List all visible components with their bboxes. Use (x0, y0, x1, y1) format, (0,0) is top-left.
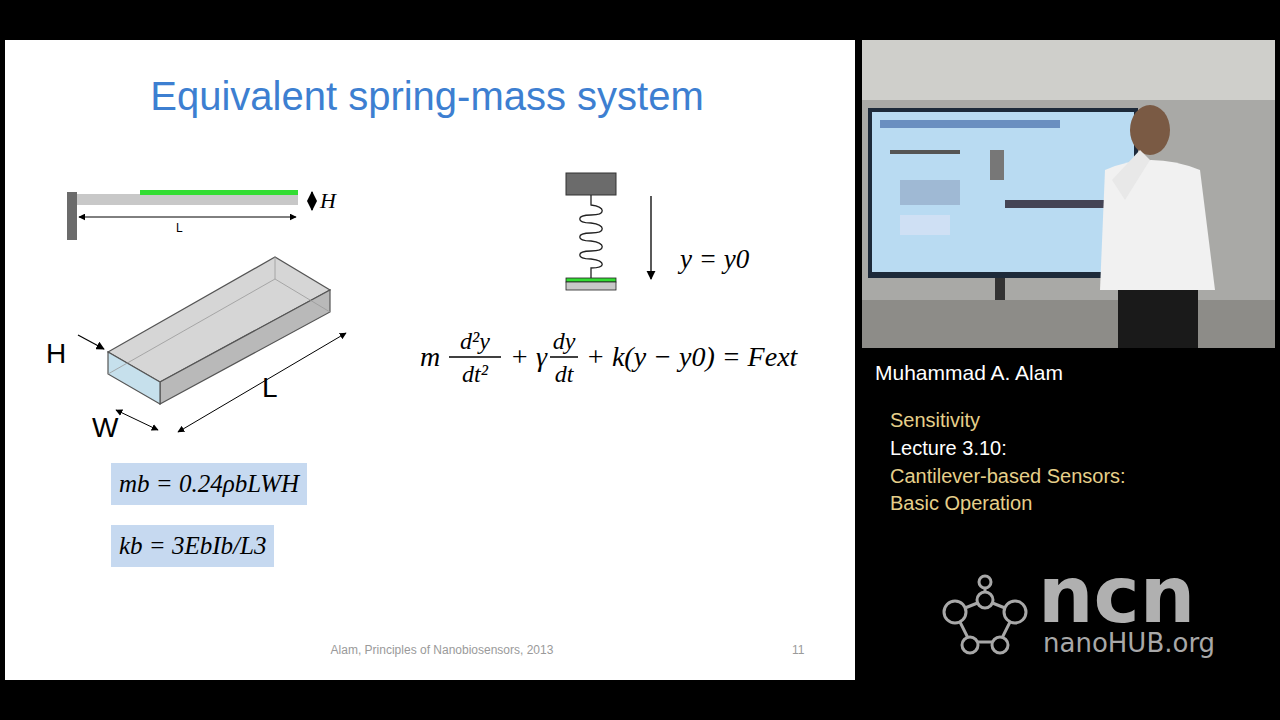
dimension-label: H (320, 190, 336, 212)
formula-text: mb = 0.24ρbLWH (119, 470, 299, 498)
dimension-label: H (46, 340, 66, 368)
page-number: 11 (792, 644, 804, 656)
dimension-label: W (92, 414, 118, 442)
footer-citation: Alam, Principles of Nanobiosensors, 2013 (331, 644, 554, 656)
logo-url: nanoHUB.org (1043, 630, 1215, 656)
course-section: Sensitivity (890, 410, 980, 430)
equation-numerator: dy (553, 329, 576, 353)
spring (580, 195, 603, 278)
logo-text: ncn (1038, 556, 1195, 634)
coating (140, 190, 298, 195)
ncn-logo-icon (944, 576, 1026, 653)
equation-denominator: dt (555, 362, 574, 386)
dimension-label: L (176, 222, 183, 234)
equation-term: + k(y − y0) = Fext (586, 343, 797, 371)
equation-numerator: d²y (460, 329, 490, 353)
beam (77, 194, 298, 205)
equation-term: m (420, 343, 440, 371)
formula-text: kb = 3EbIb/L3 (119, 532, 266, 560)
lecture-title: Basic Operation (890, 493, 1032, 513)
lecture-title: Cantilever-based Sensors: (890, 466, 1126, 486)
equation-term: + γ (510, 343, 547, 371)
slide-title: Equivalent spring-mass system (150, 76, 704, 116)
lecture-number: Lecture 3.10: (890, 438, 1007, 458)
mass-formula-box: mb = 0.24ρbLWH (111, 463, 307, 505)
displacement-label: y = y0 (680, 246, 749, 273)
dimension-label: L (262, 374, 278, 402)
speaker-name: Muhammad A. Alam (875, 362, 1063, 383)
video-inset (862, 40, 1275, 348)
stiffness-formula-box: kb = 3EbIb/L3 (111, 525, 274, 567)
support-block (566, 173, 616, 195)
equation-denominator: dt² (462, 362, 488, 386)
beam-3d (108, 257, 330, 404)
wall (67, 192, 77, 240)
